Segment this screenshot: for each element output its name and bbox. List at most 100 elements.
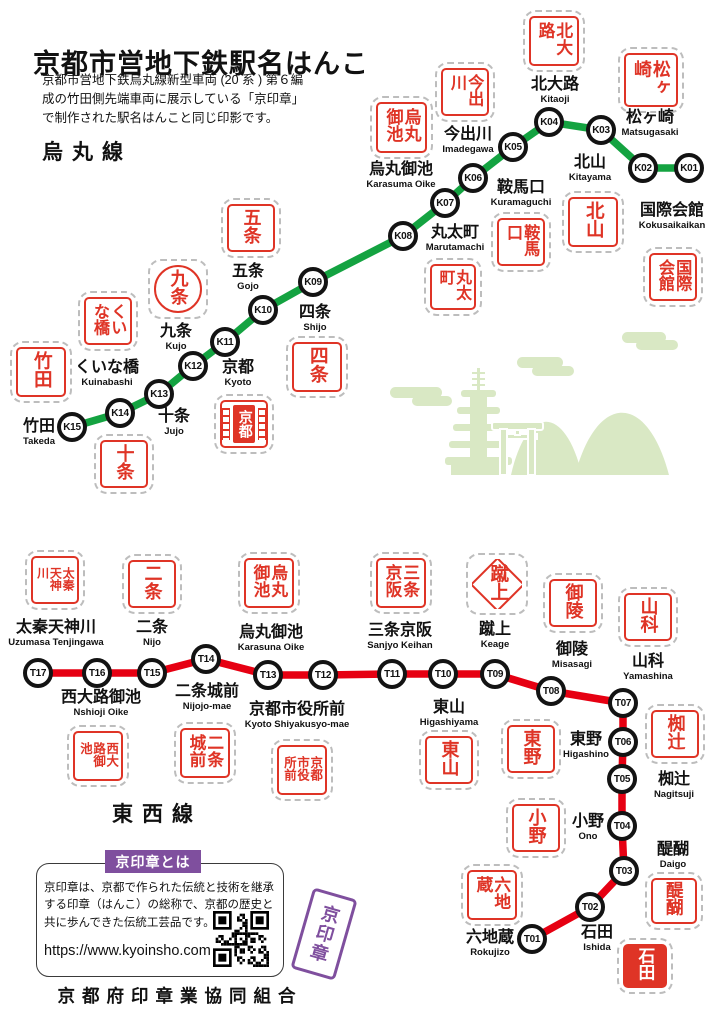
stamp-uzumasa-tenjingawa: 太秦天神川	[25, 550, 85, 610]
station-name-ja: 小野	[571, 813, 605, 830]
stamp-daigo: 醍醐	[645, 872, 703, 930]
stamp-higashino: 東野	[501, 719, 561, 779]
station-name-en: Sanjyo Keihan	[367, 639, 433, 651]
station-name-ja: 醍醐	[656, 841, 690, 858]
station-marker-T12: T12	[308, 660, 338, 690]
stamp-matsugasaki: 松ヶ崎	[618, 47, 684, 113]
station-marker-T13: T13	[253, 660, 283, 690]
station-name-ja: 三条京阪	[367, 622, 432, 639]
station-marker-T16: T16	[82, 658, 112, 688]
stamp-imadegawa: 今出川	[435, 62, 495, 122]
station-marker-K07: K07	[430, 188, 460, 218]
station-name-en: Jujo	[164, 425, 184, 437]
stamp-kokusaikaikan: 国際会館	[643, 247, 703, 307]
station-marker-T09: T09	[480, 659, 510, 689]
station-name-ja: 六地蔵	[465, 929, 515, 946]
station-marker-T06: T06	[608, 727, 638, 757]
station-name-ja: 今出川	[443, 126, 492, 143]
stamp-kuinabashi: くいな橋	[78, 291, 138, 351]
station-name-ja: 丸太町	[430, 224, 480, 241]
karasuma-line-heading: 烏丸線	[42, 140, 132, 164]
station-marker-K01: K01	[674, 153, 704, 183]
station-marker-T10: T10	[428, 659, 458, 689]
station-name-ja: 太秦天神川	[15, 619, 97, 636]
kyoinsho-url-link[interactable]: https://www.kyoinsho.com	[44, 943, 211, 959]
station-name-ja: 蹴上	[478, 621, 512, 638]
stamp-shijo: 四条	[286, 336, 348, 398]
station-name-en: Marutamachi	[425, 241, 485, 253]
station-name-en: Gojo	[237, 280, 259, 292]
station-name-ja: 松ヶ崎	[625, 109, 674, 126]
station-marker-T07: T07	[608, 688, 638, 718]
stamp-sanjo-keihan: 三条京阪	[370, 552, 432, 614]
station-name-en: Ishida	[583, 941, 611, 953]
station-marker-K14: K14	[105, 398, 135, 428]
station-marker-T11: T11	[377, 659, 407, 689]
kyoinsho-purple-stamp: 京印章	[290, 887, 358, 981]
station-name-en: Misasagi	[551, 658, 593, 670]
kyoinsho-info-title: 京印章とは	[105, 850, 201, 873]
station-name-en: Kitayama	[568, 171, 612, 183]
station-name-ja: 北大路	[530, 76, 580, 93]
stamp-kitayama: 北山	[562, 191, 624, 253]
station-marker-K05: K05	[498, 132, 528, 162]
stamp-kyoto: 京都	[214, 394, 274, 454]
station-marker-T02: T02	[575, 892, 605, 922]
stamp-jujo: 十条	[94, 434, 154, 494]
station-marker-K10: K10	[248, 295, 278, 325]
station-name-en: Karasuna Oike	[237, 641, 305, 653]
station-marker-K04: K04	[534, 107, 564, 137]
station-marker-T17: T17	[23, 658, 53, 688]
stamp-karasuma-oike-tozai: 烏丸御池	[238, 552, 300, 614]
station-marker-K02: K02	[628, 153, 658, 183]
station-name-en: Kyoto Shiyakusyo-mae	[244, 718, 350, 730]
station-name-ja: 二条	[135, 619, 169, 636]
qr-code	[213, 911, 269, 967]
stamp-ishida: 石田	[617, 938, 673, 994]
station-marker-K06: K06	[458, 163, 488, 193]
kyoto-scenery-illustration	[390, 332, 678, 475]
station-name-en: Uzumasa Tenjingawa	[8, 636, 104, 648]
station-name-ja: 国際会館	[639, 202, 705, 219]
station-name-en: Matsugasaki	[621, 126, 679, 138]
station-name-en: Nagitsuji	[653, 788, 695, 800]
station-marker-T14: T14	[191, 644, 221, 674]
station-name-ja: 五条	[231, 263, 265, 280]
stamp-gojo: 五条	[221, 198, 281, 258]
station-name-en: Kitaoji	[540, 93, 570, 105]
station-name-ja: 御陵	[555, 641, 589, 658]
stamp-misasagi: 御陵	[543, 573, 603, 633]
station-name-en: Nijo	[143, 636, 161, 648]
organization-name: 京都府印章業協同組合	[57, 986, 303, 1006]
description-line: 成の竹田側先端車両に展示している「京印章」	[42, 91, 305, 106]
stamp-nijo: 二条	[122, 554, 182, 614]
station-name-ja: 京都市役所前	[248, 701, 346, 718]
stamp-keage: 蹴上	[466, 553, 528, 615]
station-marker-K15: K15	[57, 412, 87, 442]
stamp-rokujizo: 六地蔵	[461, 864, 523, 926]
station-name-ja: 山科	[631, 653, 665, 670]
description: 京都市営地下鉄烏丸線新型車両 (20 系 ) 第６編 成の竹田側先端車両に展示し…	[42, 71, 304, 127]
